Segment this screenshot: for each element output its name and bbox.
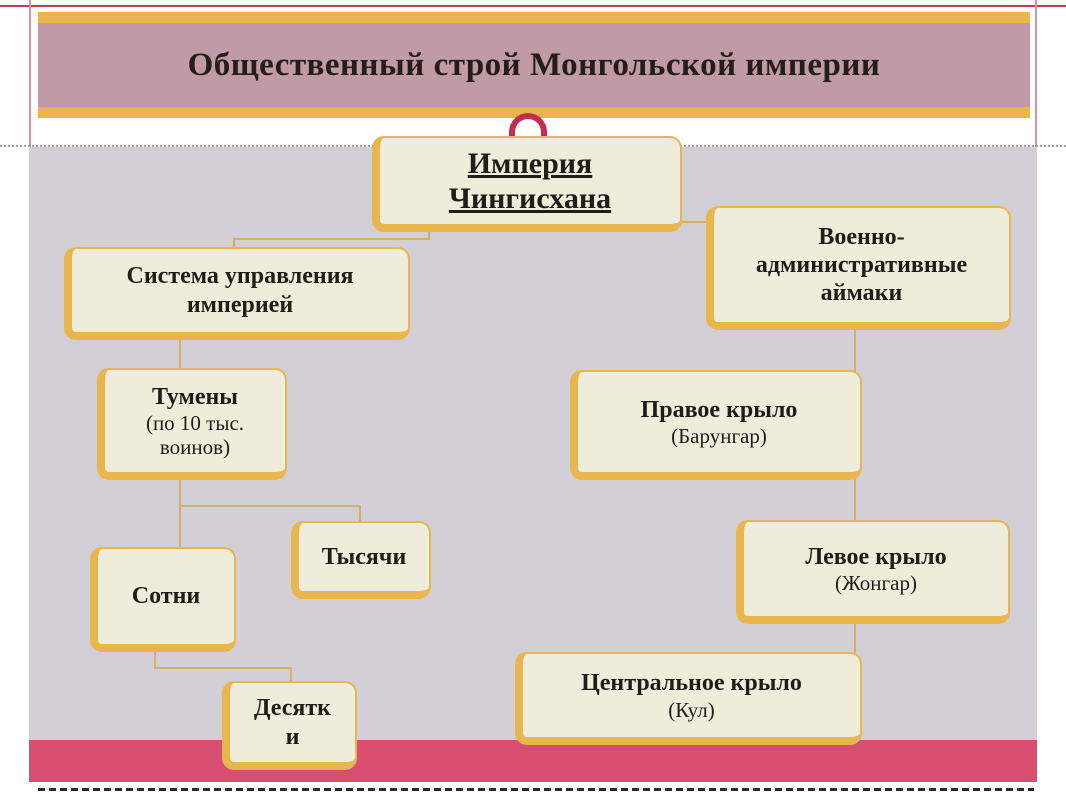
node-title: Тумены [151,383,239,410]
connector-line [179,339,181,370]
diagram-node-military-administrative-aimaks: Военно-административные аймаки [706,206,1011,330]
connector-line [179,479,181,549]
connector-line [154,667,292,669]
connector-line [179,505,361,507]
node-subtitle: (Жонгар) [835,571,917,596]
node-title: Тысячи [321,543,407,570]
top-frame-line [0,5,1066,7]
diagram-node-left-wing: Левое крыло (Жонгар) [736,520,1010,624]
diagram-node-thousands: Тысячи [291,521,431,599]
slide-title: Общественный строй Монгольской империи [187,46,881,83]
diagram-node-right-wing: Правое крыло (Барунгар) [570,370,862,480]
connector-line [854,623,856,654]
diagram-node-hundreds: Сотни [90,547,236,652]
node-subtitle: (по 10 тыс. воинов) [145,411,245,460]
node-title: Десятки [253,695,331,750]
slide-header: Общественный строй Монгольской империи [38,12,1030,118]
node-subtitle: (Барунгар) [671,424,767,449]
node-title: Система управления империей [126,263,354,318]
diagram-node-tens: Десятки [222,681,357,770]
arc-ornament [509,113,547,136]
diagram-node-empire: Империя Чингисхана [372,136,682,232]
bottom-pink-band [29,740,1037,782]
node-title: Левое крыло [805,543,947,570]
node-title: Центральное крыло [581,670,802,697]
connector-line [428,230,430,240]
connector-line [854,479,856,522]
node-title: Империя Чингисхана [448,146,612,215]
connector-line [290,667,292,683]
node-title: Военно-административные аймаки [755,223,968,307]
right-frame-line [1035,0,1037,147]
bottom-dashed-line [38,788,1034,791]
connector-line [681,221,708,223]
node-title: Сотни [131,583,201,610]
diagram-node-central-wing: Центральное крыло (Кул) [515,652,862,745]
node-title: Правое крыло [640,396,798,423]
left-frame-line [29,0,31,147]
node-subtitle: (Кул) [668,697,715,722]
connector-line [154,651,156,669]
connector-line [233,238,235,249]
connector-line [359,505,361,523]
connector-line [233,238,430,240]
diagram-node-tumens: Тумены (по 10 тыс. воинов) [97,368,287,480]
connector-line [854,329,856,372]
diagram-node-management-system: Система управления империей [64,247,410,340]
